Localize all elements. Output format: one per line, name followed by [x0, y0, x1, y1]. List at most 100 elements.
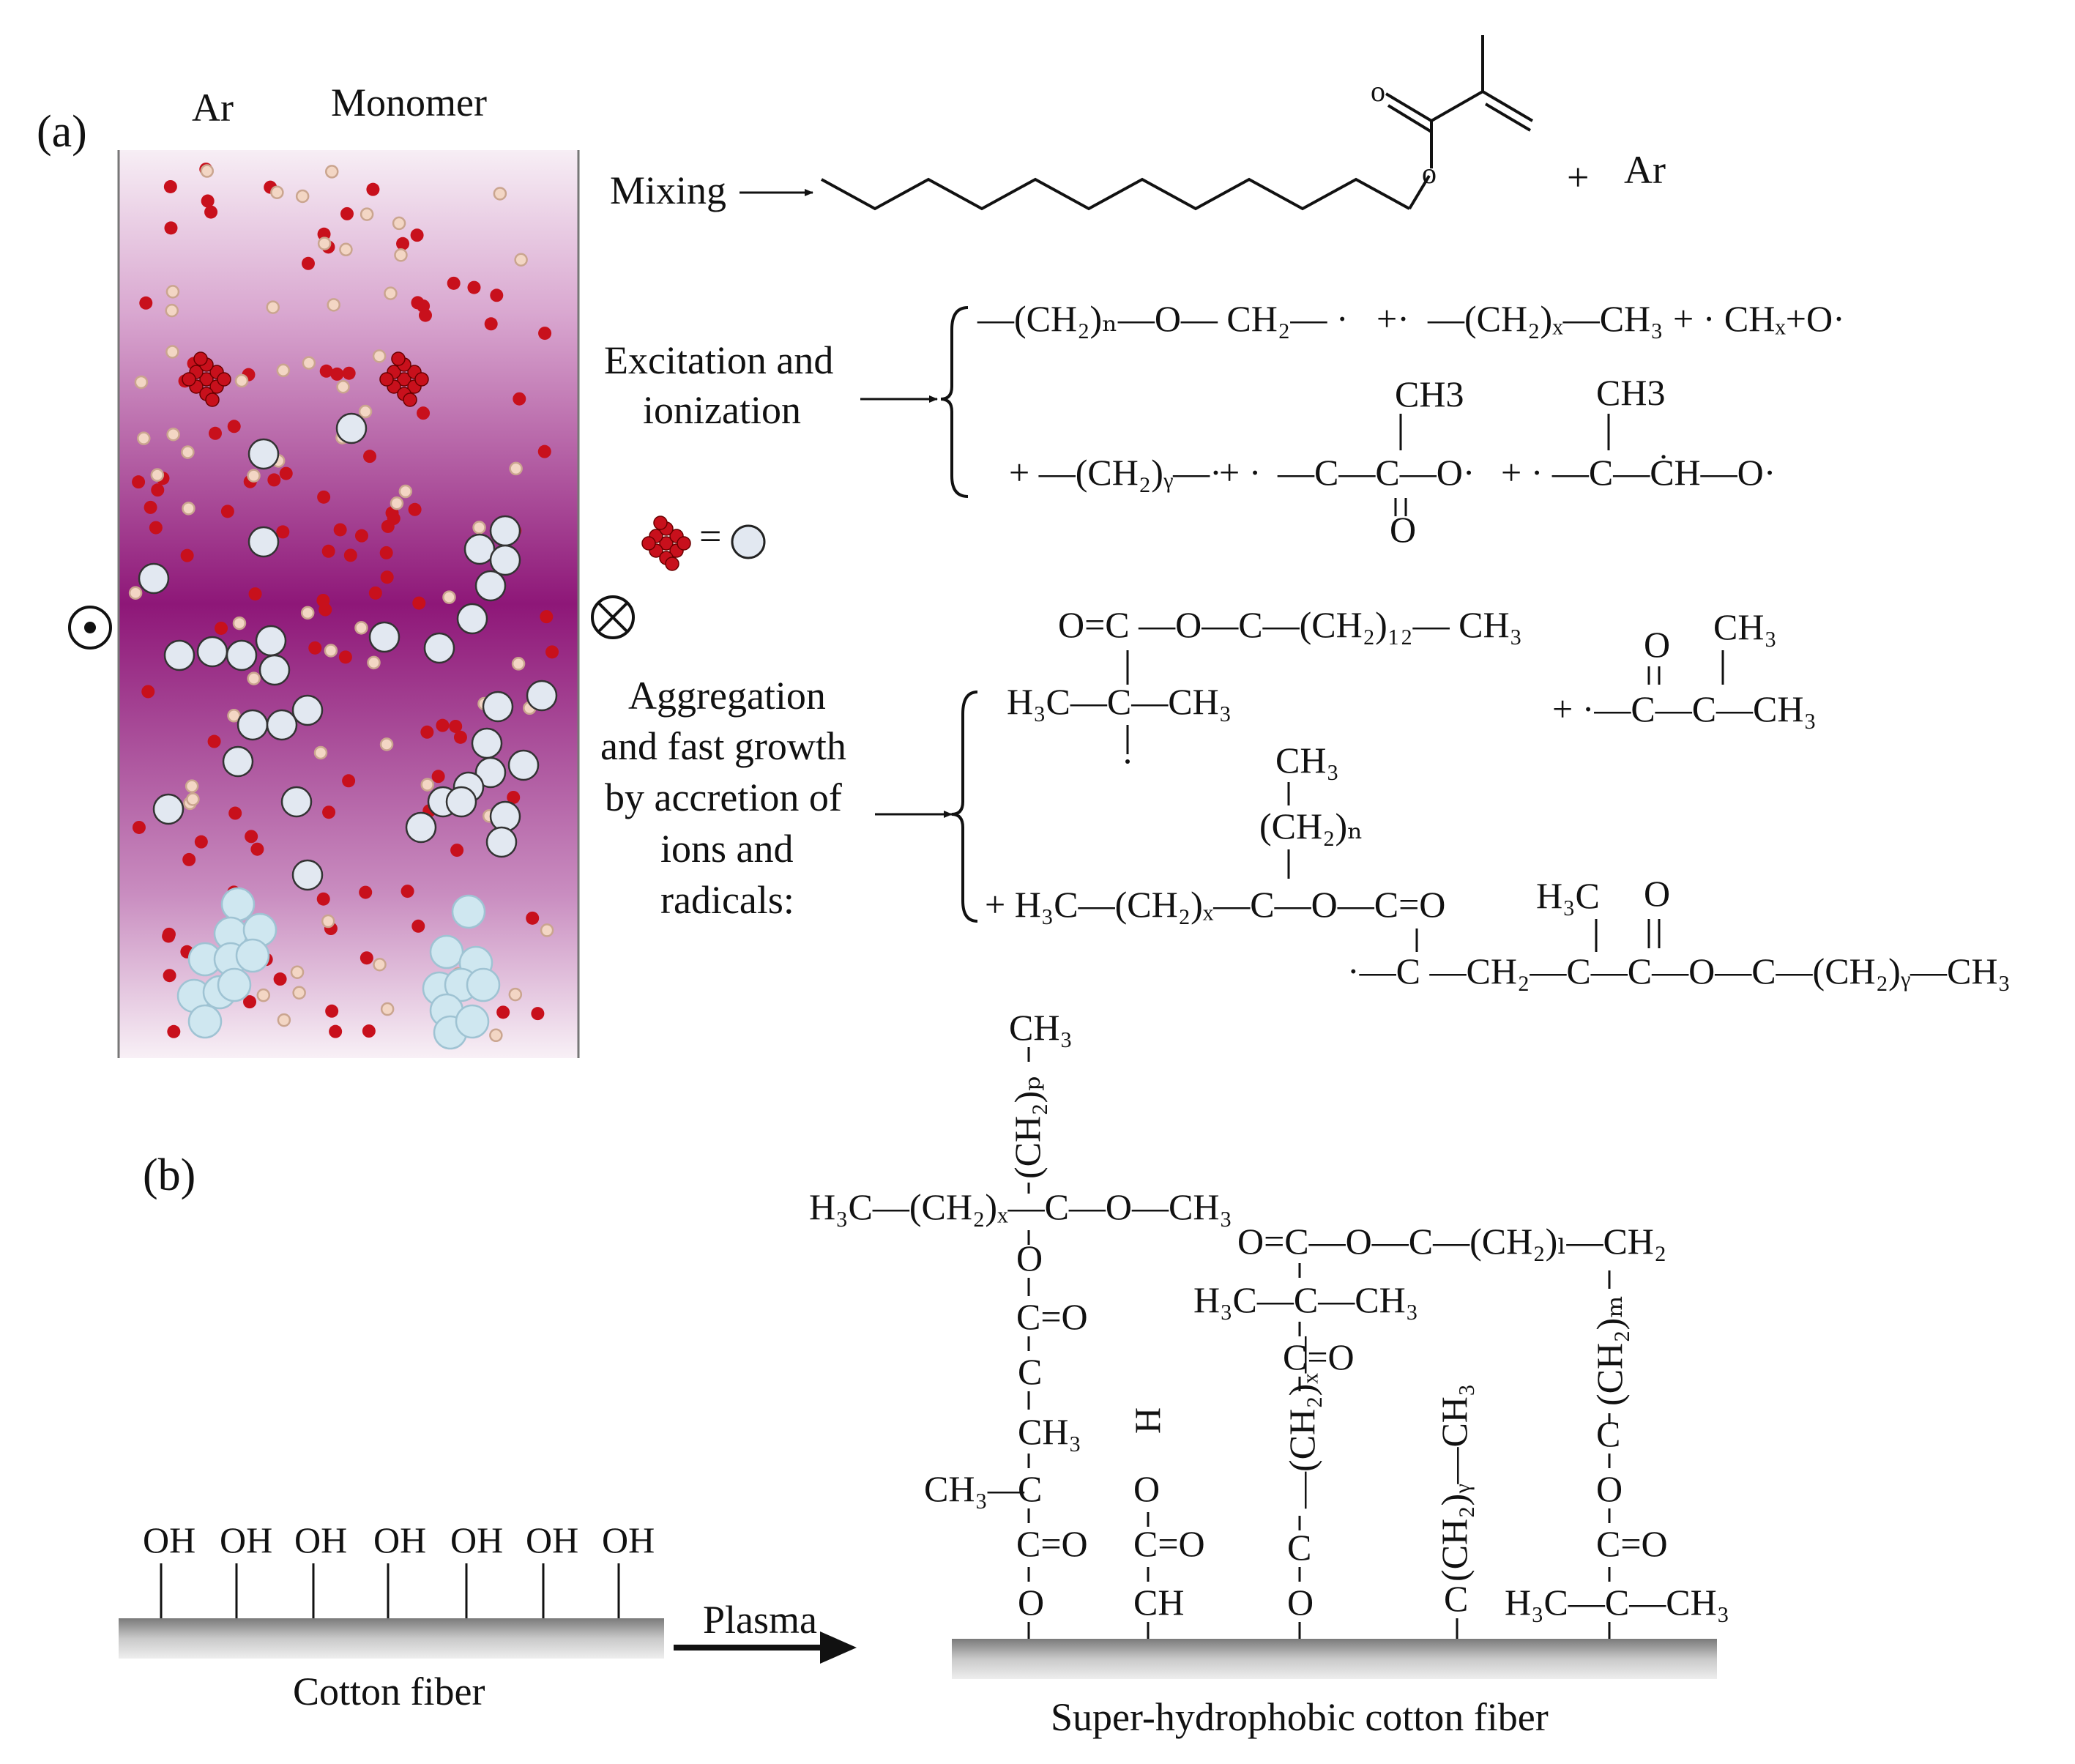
chain1-branch: CH₃—: [924, 1468, 1025, 1509]
monomer-particle: [321, 544, 335, 558]
monomer-particle: [447, 276, 461, 290]
chain4-atom-c: C: [1444, 1578, 1468, 1619]
monomer-particle: [412, 596, 426, 610]
monomer-particle: [490, 289, 504, 302]
cluster-ball: [258, 654, 291, 686]
aggregation-top-chain: O=C —O—C—(CH₂)₁₂— CH₃: [1058, 604, 1522, 645]
grafted-chain-4: (CH₂)ᵧ—CH₃ C: [1434, 1384, 1475, 1619]
cluster-ball: [485, 826, 518, 858]
monomer-particle: [250, 842, 264, 856]
chain1-atom-co: C=O: [1016, 1296, 1088, 1337]
cluster-ball: [280, 786, 313, 818]
monomer-particle: [220, 505, 234, 518]
monomer-particle: [194, 835, 208, 849]
grafted-chain-2: H O C=O CH: [1127, 1407, 1205, 1623]
argon-particle: [270, 185, 284, 199]
argon-particle: [339, 242, 353, 257]
monomer-particle: [366, 182, 380, 196]
monomer-particle: [359, 885, 373, 899]
aggregation-mid: H₃C—C—CH₃: [1007, 681, 1232, 722]
excitation-radical-3: + · CHₓ+O·: [1673, 298, 1845, 339]
chain2-atom-o: O: [1133, 1468, 1160, 1509]
step-aggregation-5: radicals:: [660, 878, 794, 922]
monomer-particle: [167, 1024, 181, 1038]
cluster-particle: [665, 557, 679, 571]
monomer-structure: [821, 35, 1534, 211]
cluster-ball: [489, 544, 521, 576]
aggregation-right-radical: + ·—C—C—CH₃: [1552, 688, 1817, 729]
argon-particle: [336, 380, 350, 394]
cluster-ball: [507, 749, 540, 781]
monomer-particle: [380, 570, 394, 584]
monomer-column-label: Monomer: [331, 81, 487, 124]
cluster-particle: [391, 351, 406, 366]
monomer-particle: [450, 844, 464, 857]
panel-a-label: (a): [37, 107, 87, 157]
cluster-particle: [653, 516, 668, 530]
monomer-particle: [182, 852, 196, 866]
argon-particle: [165, 345, 179, 359]
argon-particle: [292, 986, 306, 1000]
legend-cluster: [641, 516, 691, 571]
aggregation-right-o: O: [1644, 624, 1670, 665]
monomer-particle: [540, 610, 554, 624]
water-droplet: [187, 1004, 223, 1039]
monomer-cluster: [182, 351, 231, 407]
chain3-atom-c: C: [1287, 1527, 1311, 1568]
aggregation-h3c: H₃C: [1536, 875, 1600, 916]
mixing-plus: +: [1567, 155, 1589, 199]
argon-particle: [379, 737, 394, 751]
hydroxyl-groups: OH OH OH OH OH OH OH: [143, 1519, 655, 1560]
step-aggregation-1: Aggregation: [628, 674, 826, 718]
argon-particle: [373, 957, 387, 972]
argon-particle: [181, 445, 195, 459]
cluster-ball: [152, 793, 185, 825]
grafted-chain-1: CH₃ (CH₂)ₚ H₃C—(CH₂)ₓ—C—O—CH₃ O C=O C CH…: [809, 1007, 1232, 1623]
water-droplet: [217, 967, 252, 1002]
argon-particle: [489, 1028, 503, 1043]
argon-particle: [182, 502, 195, 516]
argon-particle: [442, 590, 456, 604]
cluster-ball: [526, 680, 558, 712]
monomer-particle: [545, 645, 559, 659]
monomer-particle: [164, 221, 178, 235]
cluster-particle: [677, 536, 691, 551]
argon-particle: [290, 965, 305, 979]
excitation-radical-1: —(CH₂)ₙ—O— CH₂— ·: [977, 298, 1348, 339]
cluster-legend-equals: =: [699, 514, 721, 558]
hydroxyl-4: OH: [373, 1519, 426, 1560]
excitation-radical-5: —C—C—O·: [1277, 452, 1475, 493]
monomer-particle: [368, 586, 382, 600]
chain1-ch2p: (CH₂)ₚ: [1007, 1076, 1048, 1179]
argon-particle: [186, 792, 200, 806]
step-aggregation-3: by accretion of: [605, 775, 842, 819]
chain3-ch2x: —(CH₂)ₓ—: [1281, 1336, 1322, 1509]
monomer-particle: [243, 995, 257, 1009]
aggregation-chain-ch3: CH₃: [1275, 740, 1339, 781]
monomer-particle: [248, 587, 262, 601]
argon-particle: [398, 484, 413, 499]
chain1-atom-co2: C=O: [1016, 1523, 1088, 1564]
monomer-particle: [204, 205, 218, 219]
mixing-ar: Ar: [1624, 148, 1666, 192]
argon-particle: [390, 496, 404, 510]
chain4-ch2y: (CH₂)ᵧ—CH₃: [1434, 1384, 1475, 1582]
ar-column-label: Ar: [192, 86, 234, 130]
monomer-particle: [538, 327, 552, 340]
argon-particle: [394, 248, 408, 262]
chain1-atom-c2: C: [1018, 1468, 1042, 1509]
argon-particle: [137, 431, 151, 445]
monomer-particle: [149, 521, 163, 535]
cluster-ball: [255, 625, 287, 657]
cluster-ball: [482, 691, 514, 723]
argon-particle: [302, 356, 316, 370]
monomer-particle: [273, 972, 287, 986]
monomer-particle: [340, 206, 354, 220]
step-mixing: Mixing: [610, 168, 726, 212]
monomer-particle: [322, 805, 336, 819]
hydroxyl-5: OH: [450, 1519, 503, 1560]
monomer-particle: [343, 548, 357, 562]
plasma-reactor: [119, 150, 578, 1058]
argon-particle: [232, 616, 247, 630]
water-droplet: [455, 1004, 490, 1039]
